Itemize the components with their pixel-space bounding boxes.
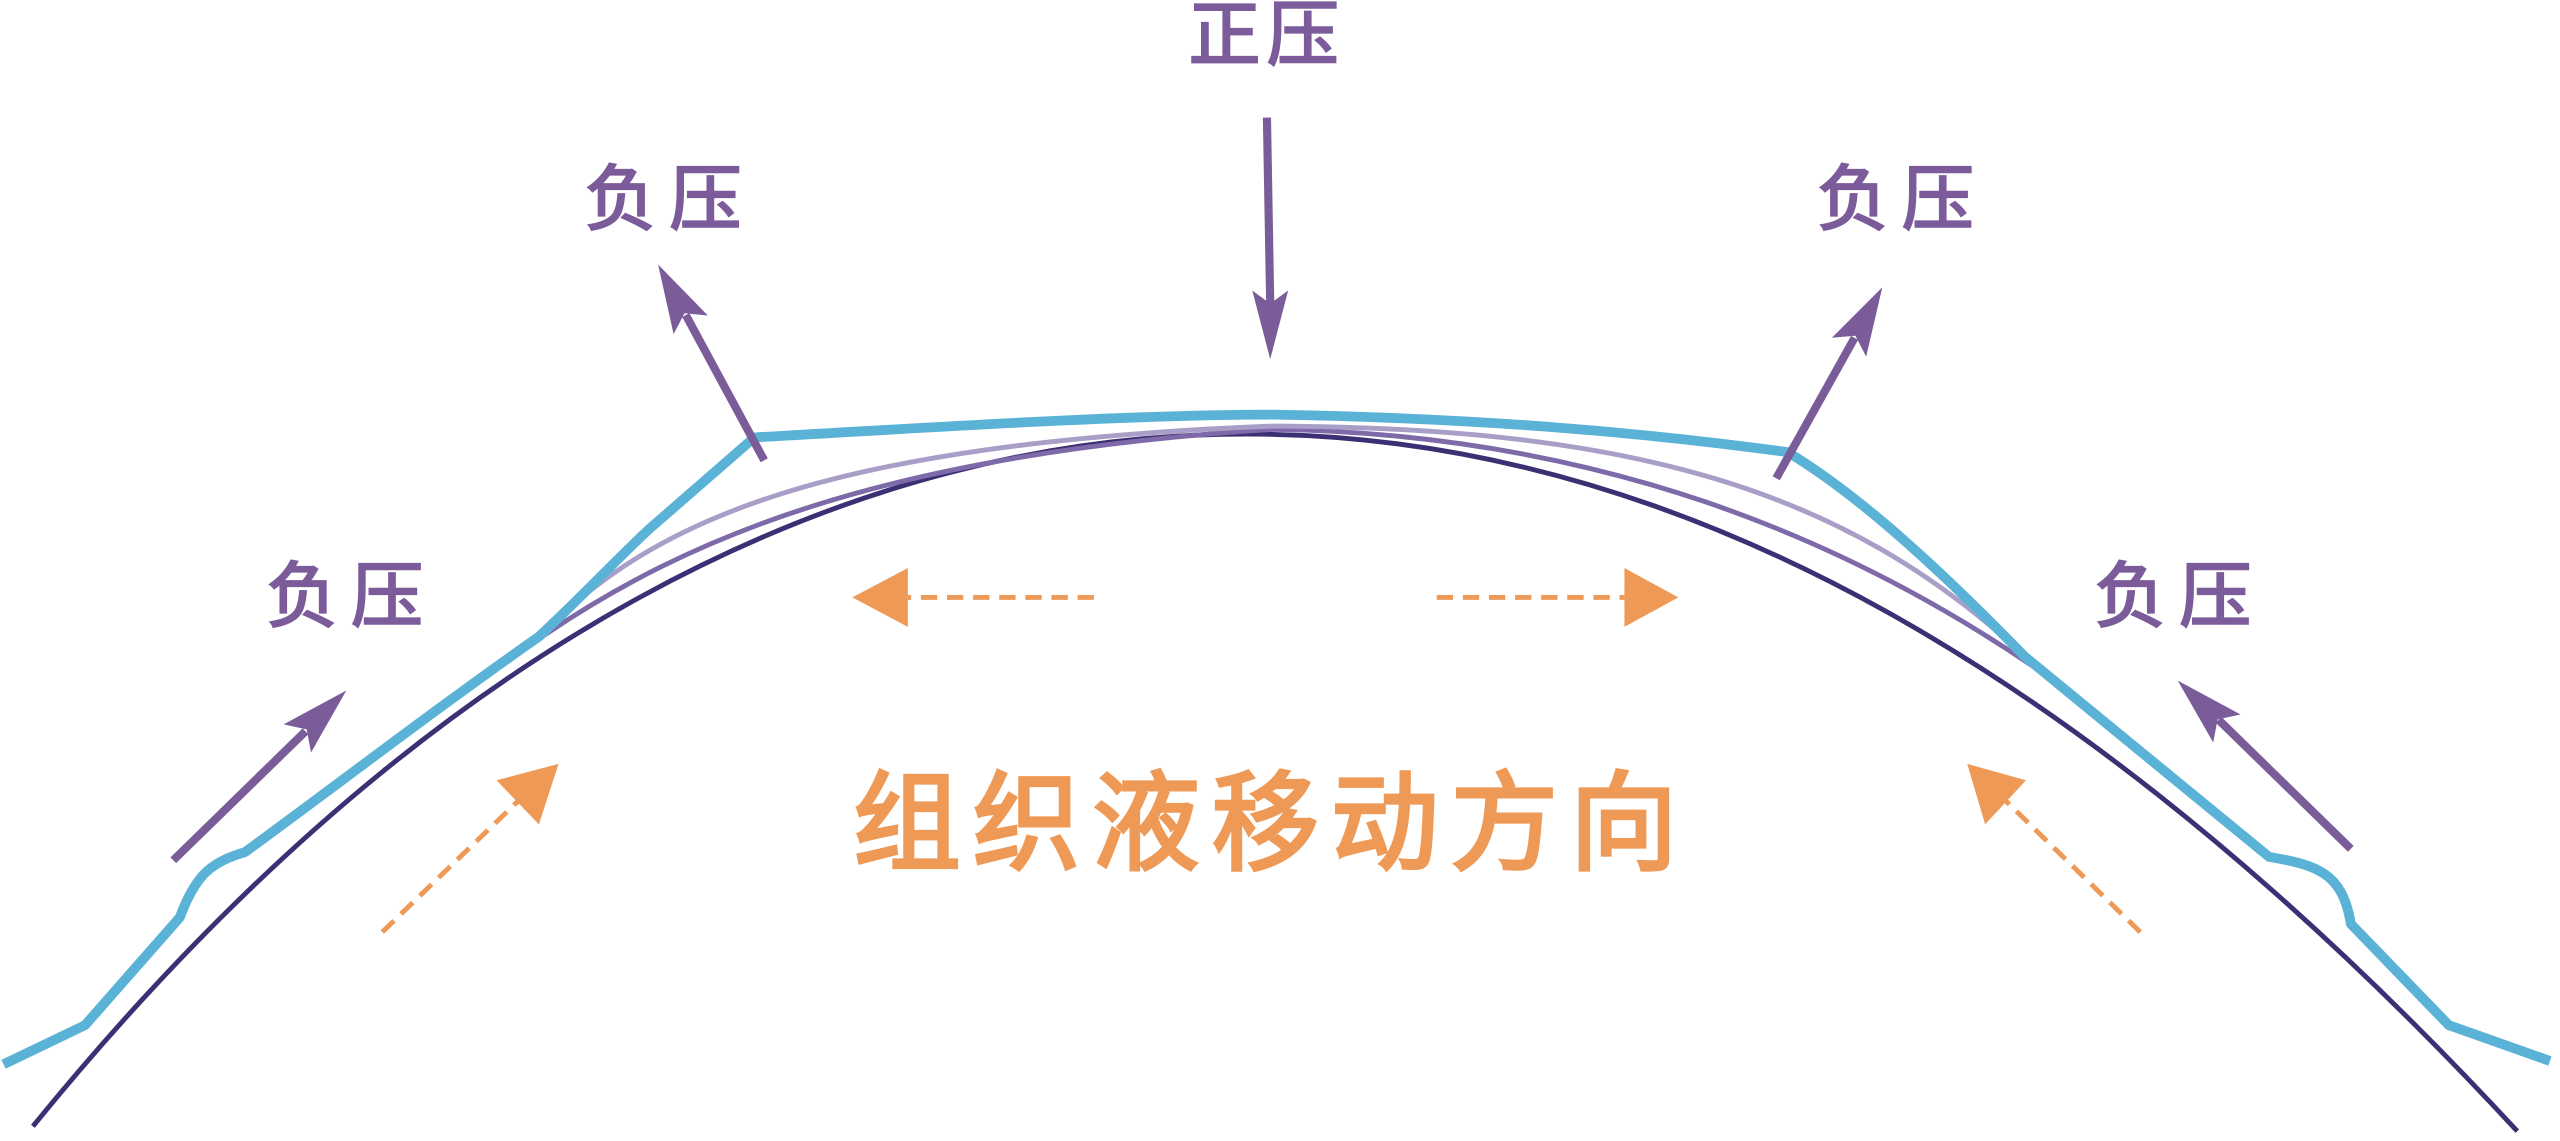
negative-pressure-left-group: 负压 xyxy=(170,554,436,864)
curves xyxy=(1,409,2552,1133)
negative-pressure-top-left-arrow-shaft xyxy=(682,313,768,463)
positive-pressure-arrow-shaft xyxy=(1262,117,1275,304)
negative-pressure-top-left-group: 负压 xyxy=(585,157,768,463)
fluid-flow-arrow-lower-left-shaft xyxy=(380,798,522,934)
fluid-flow-arrow-lower-right-head xyxy=(1967,763,2026,825)
negative-pressure-top-right-group: 负压 xyxy=(1772,157,1987,481)
lens-curve xyxy=(1,409,2552,1069)
negative-pressure-top-right-arrow-head xyxy=(1831,287,1883,357)
negative-pressure-top-right-arrow-shaft xyxy=(1772,335,1859,481)
negative-pressure-left-arrow-head xyxy=(283,690,347,753)
fluid-direction-label: 组织液移动方向 xyxy=(853,762,1677,887)
negative-pressure-right-arrow xyxy=(2177,680,2354,852)
negative-pressure-right-arrow-shaft xyxy=(2215,716,2354,852)
positive-pressure-label: 正压 xyxy=(1189,0,1346,76)
negative-pressure-left-arrow xyxy=(170,690,347,864)
positive-pressure-arrow-head xyxy=(1252,290,1289,360)
tear-layer-curve-inner xyxy=(540,426,2034,669)
fluid-flow-arrow-right-head xyxy=(1624,568,1679,627)
negative-pressure-right-arrow-head xyxy=(2177,680,2241,743)
fluid-flow-arrow-left xyxy=(852,568,1094,627)
cornea-curve xyxy=(30,431,2520,1133)
positive-pressure-group: 正压 xyxy=(1189,0,1346,360)
fluid-flow-arrow-lower-left-head xyxy=(496,763,559,825)
positive-pressure-arrow xyxy=(1252,117,1289,360)
fluid-flow-arrow-lower-left xyxy=(380,763,559,934)
negative-pressure-top-right-arrow xyxy=(1772,287,1883,481)
negative-pressure-left-arrow-shaft xyxy=(170,728,309,864)
fluid-flow-arrow-left-head xyxy=(852,568,908,627)
tear-layer-curve-outer xyxy=(540,423,2023,655)
negative-pressure-top-left-arrow xyxy=(658,264,768,463)
negative-pressure-top-right-label: 负压 xyxy=(1817,157,1987,241)
fluid-flow-arrow-right xyxy=(1436,568,1679,627)
fluid-flow-arrow-lower-right-shaft xyxy=(2003,798,2142,934)
negative-pressure-right-label: 负压 xyxy=(2095,554,2265,638)
negative-pressure-right-group: 负压 xyxy=(2095,554,2354,852)
negative-pressure-top-left-label: 负压 xyxy=(585,157,755,241)
negative-pressure-top-left-arrow-head xyxy=(658,264,708,335)
negative-pressure-left-label: 负压 xyxy=(266,554,436,638)
fluid-flow-arrow-lower-right xyxy=(1967,763,2142,934)
fluid-flow-arrows xyxy=(380,568,2142,934)
